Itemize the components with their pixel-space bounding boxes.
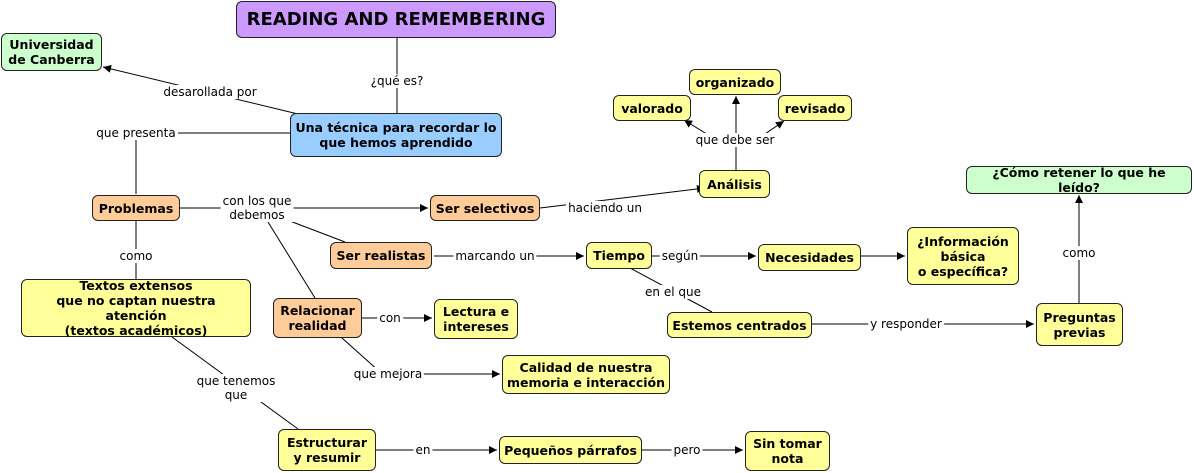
node-pequenos[interactable]: Pequeños párrafos [499, 436, 642, 464]
node-textos[interactable]: Textos extensos que no captan nuestra at… [21, 278, 251, 338]
node-valorado[interactable]: valorado [613, 95, 691, 121]
node-ser-selectivos[interactable]: Ser selectivos [430, 195, 540, 221]
label-con-los-que-debemos: con los que debemos [220, 194, 294, 222]
node-estemos[interactable]: Estemos centrados [667, 312, 812, 338]
label-como-1: como [117, 249, 155, 263]
label-que-presenta: que presenta [94, 126, 178, 140]
node-organizado[interactable]: organizado [689, 69, 781, 95]
link-debemos-realistas [281, 217, 346, 243]
node-calidad[interactable]: Calidad de nuestra memoria e interacción [502, 355, 670, 394]
node-analisis[interactable]: Análisis [699, 170, 770, 198]
link-relacionar-mejora [341, 337, 381, 373]
node-universidad[interactable]: Universidad de Canberra [1, 33, 102, 71]
label-en: en [413, 443, 433, 457]
label-que-tenemos-que: que tenemos que [194, 374, 278, 402]
node-lectura[interactable]: Lectura e intereses [434, 299, 518, 339]
title-node[interactable]: READING AND REMEMBERING [236, 1, 556, 38]
label-pero: pero [671, 443, 703, 457]
node-tiempo[interactable]: Tiempo [586, 242, 652, 269]
node-estructurar[interactable]: Estructurar y resumir [278, 429, 376, 471]
label-desarollada-por: desarollada por [161, 85, 259, 99]
label-con: con [377, 311, 403, 325]
label-y-responder: y responder [868, 317, 944, 331]
node-preguntas[interactable]: Preguntas previas [1036, 303, 1123, 346]
node-necesidades[interactable]: Necesidades [758, 244, 861, 271]
label-haciendo-un: haciendo un [566, 201, 644, 215]
node-ser-realistas[interactable]: Ser realistas [330, 242, 432, 269]
label-como-2: como [1060, 246, 1098, 260]
node-tecnica[interactable]: Una técnica para recordar lo que hemos a… [290, 113, 502, 157]
node-problemas[interactable]: Problemas [92, 195, 180, 221]
node-como-retener[interactable]: ¿Cómo retener lo que he leído? [966, 165, 1192, 195]
node-relacionar[interactable]: Relacionar realidad [273, 298, 362, 338]
node-sin-tomar[interactable]: Sin tomar nota [745, 431, 830, 471]
label-que-mejora: que mejora [351, 367, 425, 381]
node-revisado[interactable]: revisado [778, 95, 852, 121]
label-segun: según [659, 249, 701, 263]
label-que-es: ¿qué es? [368, 74, 426, 88]
label-en-el-que: en el que [643, 285, 703, 299]
link-debemos-relacionar [267, 221, 316, 299]
node-informacion[interactable]: ¿Información básica o específica? [907, 227, 1019, 285]
label-que-debe-ser: que debe ser [693, 133, 777, 147]
label-marcando-un: marcando un [453, 249, 537, 263]
